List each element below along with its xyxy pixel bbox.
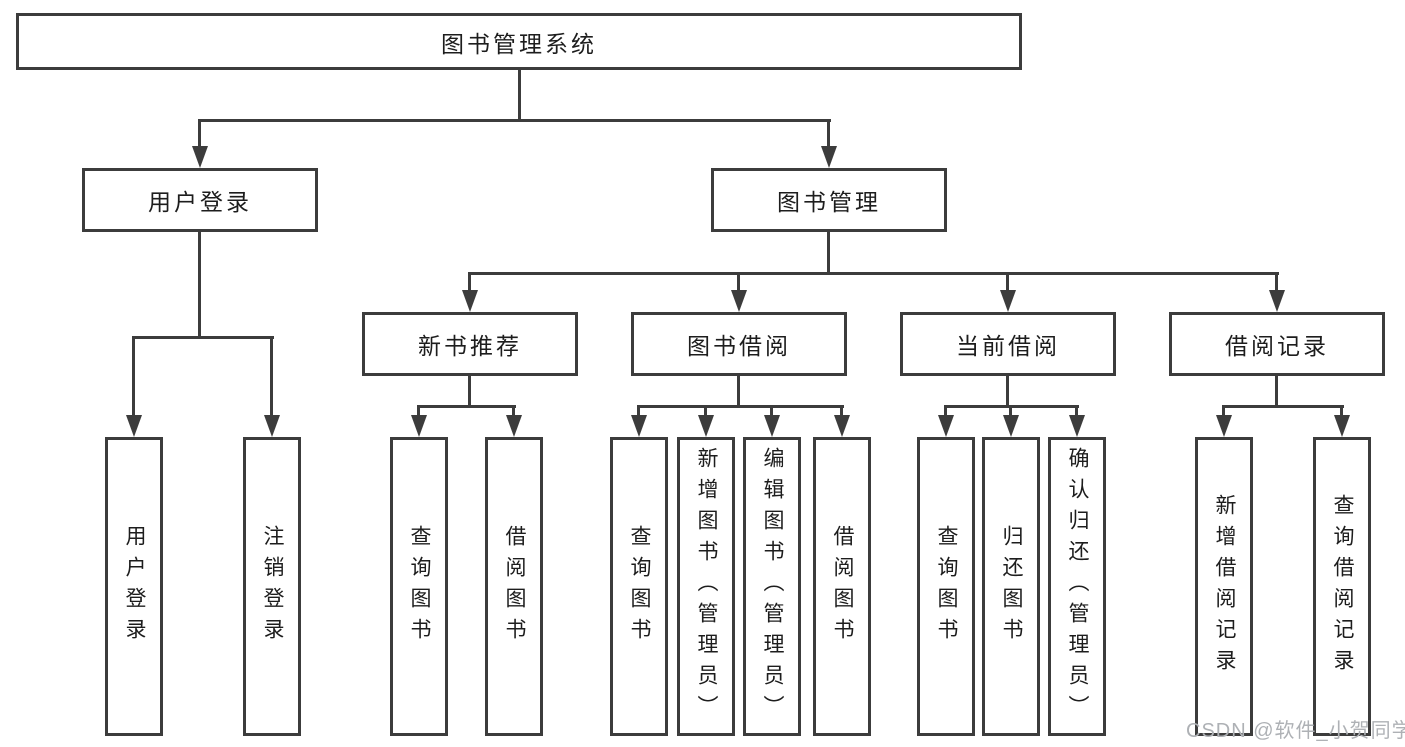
edge-trunk	[1006, 376, 1009, 405]
edge-trunk	[1275, 376, 1278, 405]
arrowhead-down	[126, 415, 142, 437]
edge-drop	[704, 405, 707, 416]
node-label: 借阅图书	[503, 524, 526, 649]
node-user-login: 用户登录	[82, 168, 318, 232]
edge-drop	[417, 405, 420, 416]
leaf-user-login: 用户登录	[105, 437, 163, 736]
arrowhead-down	[1003, 415, 1019, 437]
arrowhead-down	[1269, 290, 1285, 312]
leaf-edit-books-admin: 编辑图书（管理员）	[743, 437, 801, 736]
arrowhead-down	[462, 290, 478, 312]
node-label: 查询借阅记录	[1331, 493, 1354, 680]
arrowhead-down	[506, 415, 522, 437]
arrowhead-down	[264, 415, 280, 437]
leaf-return-books: 归还图书	[982, 437, 1040, 736]
node-label: 新增图书（管理员）	[695, 447, 718, 726]
edge-drop	[827, 119, 830, 148]
node-label: 查询图书	[935, 524, 958, 649]
arrowhead-down	[731, 290, 747, 312]
node-label: 图书借阅	[687, 333, 791, 359]
node-book-borrowing: 图书借阅	[631, 312, 847, 376]
arrowhead-down	[631, 415, 647, 437]
edge-branch	[1222, 405, 1344, 408]
leaf-borrow-books: 借阅图书	[813, 437, 871, 736]
arrowhead-down	[938, 415, 954, 437]
edge-branch	[637, 405, 844, 408]
edge-trunk	[198, 232, 201, 336]
node-label: 查询图书	[628, 524, 651, 649]
leaf-logout: 注销登录	[243, 437, 301, 736]
node-label: 用户登录	[148, 189, 252, 215]
node-label: 确认归还（管理员）	[1066, 447, 1089, 726]
node-label: 用户登录	[123, 524, 146, 649]
edge-drop	[198, 119, 201, 148]
node-label: 当前借阅	[956, 333, 1060, 359]
edge-drop	[770, 405, 773, 416]
edge-drop	[512, 405, 515, 416]
edge-trunk	[468, 376, 471, 405]
node-label: 新增借阅记录	[1213, 493, 1236, 680]
edge-branch	[468, 272, 1279, 275]
arrowhead-down	[1000, 290, 1016, 312]
edge-drop	[737, 272, 740, 291]
leaf-query-books-current: 查询图书	[917, 437, 975, 736]
edge-drop	[944, 405, 947, 416]
node-label: 归还图书	[1000, 524, 1023, 649]
arrowhead-down	[834, 415, 850, 437]
edge-branch	[417, 405, 516, 408]
leaf-confirm-return-admin: 确认归还（管理员）	[1048, 437, 1106, 736]
edge-branch	[132, 336, 274, 339]
edge-root-trunk	[518, 70, 521, 119]
node-label: 注销登录	[261, 524, 284, 649]
arrowhead-down	[411, 415, 427, 437]
edge-trunk	[827, 232, 830, 272]
edge-drop	[1009, 405, 1012, 416]
leaf-add-books-admin: 新增图书（管理员）	[677, 437, 735, 736]
edge-drop	[637, 405, 640, 416]
leaf-query-books-borrowing: 查询图书	[610, 437, 668, 736]
edge-drop	[1075, 405, 1078, 416]
leaf-borrow-books-recommend: 借阅图书	[485, 437, 543, 736]
node-label: 借阅图书	[831, 524, 854, 649]
node-label: 图书管理	[777, 189, 881, 215]
node-current-borrowing: 当前借阅	[900, 312, 1116, 376]
edge-drop	[1006, 272, 1009, 291]
node-new-book-recommend: 新书推荐	[362, 312, 578, 376]
node-label: 借阅记录	[1225, 333, 1329, 359]
arrowhead-down	[1069, 415, 1085, 437]
edge-drop	[270, 336, 273, 416]
node-label: 图书管理系统	[441, 30, 597, 57]
edge-drop	[840, 405, 843, 416]
edge-drop	[132, 336, 135, 416]
arrowhead-down	[764, 415, 780, 437]
node-book-management: 图书管理	[711, 168, 947, 232]
arrowhead-down	[1216, 415, 1232, 437]
arrowhead-down	[698, 415, 714, 437]
arrowhead-down	[1334, 415, 1350, 437]
node-borrowing-records: 借阅记录	[1169, 312, 1385, 376]
arrowhead-down	[821, 146, 837, 168]
arrowhead-down	[192, 146, 208, 168]
edge-drop	[1275, 272, 1278, 291]
leaf-query-borrow-record: 查询借阅记录	[1313, 437, 1371, 736]
leaf-add-borrow-record: 新增借阅记录	[1195, 437, 1253, 736]
edge-drop	[468, 272, 471, 291]
edge-trunk	[737, 376, 740, 405]
watermark: CSDN @软件_小贺同学	[1186, 720, 1405, 742]
edge-root-branch	[198, 119, 831, 122]
edge-drop	[1222, 405, 1225, 416]
node-library-system: 图书管理系统	[16, 13, 1022, 70]
node-label: 编辑图书（管理员）	[761, 447, 784, 726]
node-label: 查询图书	[408, 524, 431, 649]
node-label: 新书推荐	[418, 333, 522, 359]
edge-drop	[1340, 405, 1343, 416]
leaf-query-books-recommend: 查询图书	[390, 437, 448, 736]
